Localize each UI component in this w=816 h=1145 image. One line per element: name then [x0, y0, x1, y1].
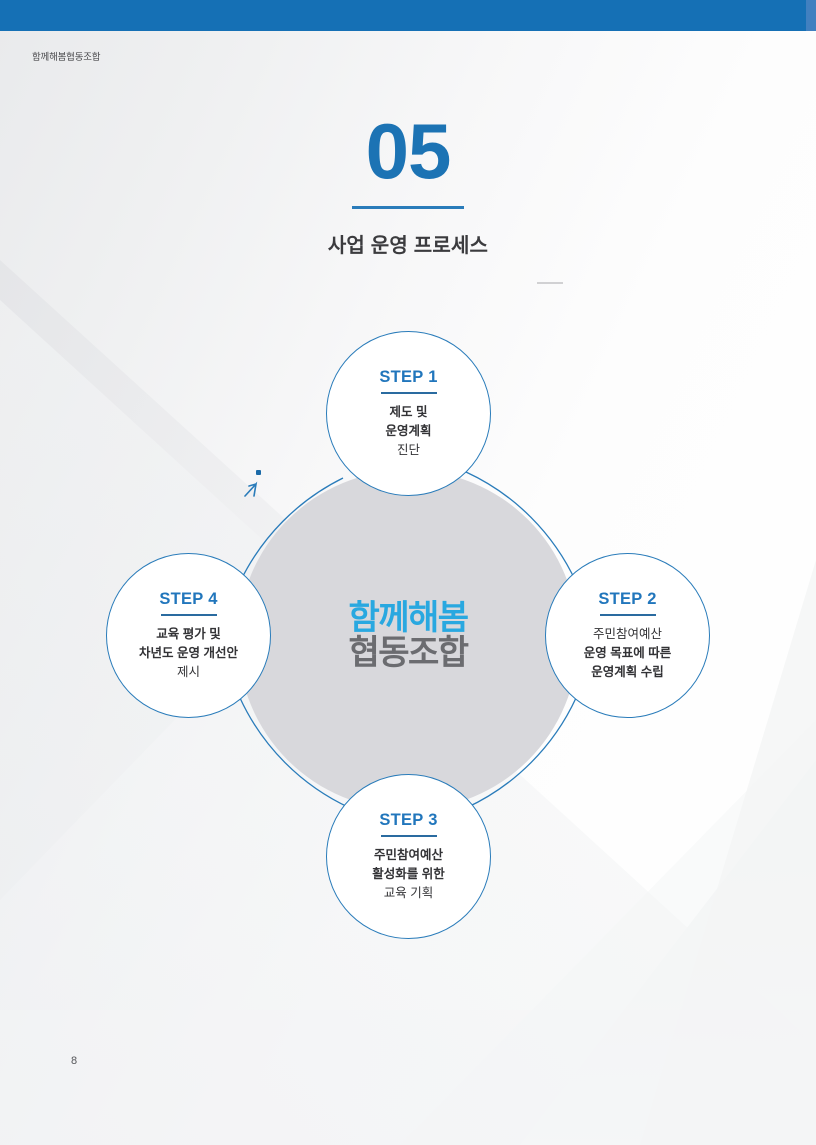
step-4-divider [160, 613, 217, 616]
step-1-line-1: 제도 및 [389, 404, 428, 419]
step-node-2[interactable]: STEP 2 주민참여예산 운영 목표에 따른 운영계획 수립 [545, 553, 710, 718]
step-2-label: STEP 2 [598, 589, 657, 608]
step-2-line-1: 주민참여예산 [592, 626, 662, 641]
step-2-line-2: 운영 목표에 따른 [583, 645, 672, 660]
step-4-line-3: 제시 [176, 664, 200, 679]
page-number: 8 [71, 1055, 78, 1067]
step-node-4[interactable]: STEP 4 교육 평가 및 차년도 운영 개선안 제시 [106, 553, 271, 718]
scan-artifact-line [537, 282, 563, 284]
section-title-block: 05 사업 운영 프로세스 [0, 110, 816, 258]
step-node-1[interactable]: STEP 1 제도 및 운영계획 진단 [326, 331, 491, 496]
title-divider [352, 206, 464, 209]
step-3-line-1: 주민참여예산 [373, 847, 443, 862]
step-1-line-3: 진단 [396, 442, 420, 457]
step-3-description: 주민참여예산 활성화를 위한 교육 기획 [372, 846, 444, 903]
step-3-line-3: 교육 기획 [383, 885, 434, 900]
section-subtitle: 사업 운영 프로세스 [327, 235, 489, 257]
step-2-description: 주민참여예산 운영 목표에 따른 운영계획 수립 [584, 625, 671, 682]
running-header: 함께해봄협동조합 [32, 52, 101, 63]
step-1-description: 제도 및 운영계획 진단 [385, 403, 431, 460]
step-1-line-2: 운영계획 [385, 423, 432, 438]
step-4-line-2: 차년도 운영 개선안 [139, 645, 238, 660]
step-3-label: STEP 3 [379, 810, 438, 829]
center-disc [238, 470, 578, 810]
step-4-line-1: 교육 평가 및 [156, 626, 221, 641]
step-1-label: STEP 1 [379, 367, 438, 386]
step-2-divider [599, 613, 656, 616]
step-1-divider [380, 391, 437, 394]
step-4-label: STEP 4 [159, 589, 218, 608]
step-node-3[interactable]: STEP 3 주민참여예산 활성화를 위한 교육 기획 [326, 774, 491, 939]
step-2-line-3: 운영계획 수립 [591, 664, 664, 679]
process-cycle-diagram: 함께해봄 협동조합 STEP 1 제도 및 운영계획 진단 STEP 2 주민참… [60, 310, 760, 970]
step-3-divider [380, 834, 437, 837]
step-4-description: 교육 평가 및 차년도 운영 개선안 제시 [139, 625, 238, 682]
section-number: 05 [365, 107, 452, 195]
top-accent-bar-right-segment [806, 0, 816, 31]
flow-arrowhead [244, 470, 261, 497]
cycle-connectors [238, 470, 578, 810]
top-accent-bar [0, 0, 816, 31]
step-3-line-2: 활성화를 위한 [372, 866, 445, 881]
